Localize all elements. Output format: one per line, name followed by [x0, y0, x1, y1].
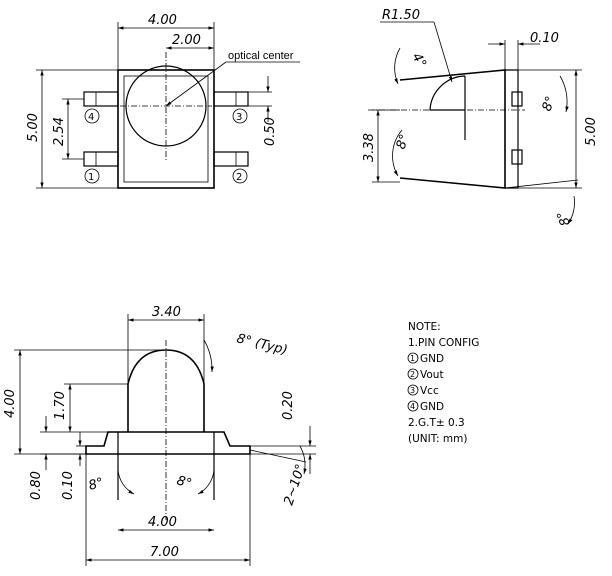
dim-top-width: 4.00 [148, 13, 177, 28]
angle-side-1: 4° [409, 51, 429, 71]
lead-2 [213, 151, 249, 167]
dim-front-total-h: 4.00 [3, 389, 18, 418]
note-pin1-circle [407, 352, 419, 364]
side-lead-top [511, 91, 523, 107]
pin-2-label: 2 [236, 172, 242, 183]
note-unit: (UNIT: mm) [408, 433, 467, 445]
note-pin-config: 1.PIN CONFIG [408, 337, 479, 349]
dim-front-base-h: 0.80 [29, 471, 44, 500]
top-body-outline [117, 69, 215, 189]
angle-side-4: 8° [555, 209, 574, 228]
note-tolerance: 2.G.T± 0.3 [408, 417, 465, 429]
lead-4 [83, 91, 119, 107]
svg-text:4: 4 [410, 402, 415, 411]
note-pin4: GND [420, 401, 444, 413]
front-view: 3.40 8° (Typ) 4.00 1.70 0.80 0.10 0.20 [3, 305, 316, 566]
dim-top-pitch: 2.54 [52, 117, 67, 146]
angle-front-lead: 2~10° [282, 462, 309, 507]
dim-side-radius: R1.50 [382, 8, 420, 23]
note-pin1: GND [420, 353, 444, 365]
angle-side-3: 8° [394, 132, 413, 151]
dim-front-total-w: 7.00 [150, 545, 179, 560]
dim-top-pad: 0.50 [263, 117, 278, 146]
note-pin2-circle [407, 368, 419, 380]
note-pin3-circle [407, 384, 419, 396]
dim-side-height-right: 5.00 [584, 117, 599, 146]
pin-4-label: 4 [88, 112, 94, 123]
optical-center-label: optical center [228, 50, 294, 62]
notes-block: NOTE: 1.PIN CONFIG 1 GND 2 Vout 3 Vcc 4 … [407, 321, 479, 445]
svg-text:3: 3 [410, 386, 415, 395]
side-body [399, 69, 506, 189]
note-pin3: Vcc [420, 385, 439, 397]
dim-top-height: 5.00 [26, 113, 41, 142]
dim-front-lens-h: 1.70 [53, 391, 68, 420]
note-pin4-circle [407, 400, 419, 412]
note-pin2: Vout [420, 369, 444, 381]
pin-1-label: 1 [88, 172, 94, 183]
side-body-edge [505, 69, 519, 189]
dim-side-offset: 0.10 [530, 31, 559, 46]
side-view: R1.50 0.10 3.38 5.00 4° 8° 8° 8° [362, 8, 599, 228]
svg-text:2: 2 [410, 370, 415, 379]
pin-1-circle [84, 168, 100, 184]
dim-side-height-left: 3.38 [362, 133, 377, 162]
dim-top-center: 2.00 [172, 33, 201, 48]
angle-front-right: 8° [175, 473, 193, 491]
dim-front-body-w: 4.00 [148, 515, 177, 530]
angle-side-2: 8° [540, 94, 559, 113]
side-lead-bottom [511, 149, 523, 165]
front-lens [127, 349, 205, 432]
note-title: NOTE: [408, 321, 441, 333]
lead-3 [213, 91, 249, 107]
pin-4-circle [84, 108, 100, 124]
pin-3-label: 3 [236, 112, 242, 123]
side-lens [429, 75, 466, 111]
front-body [85, 431, 251, 455]
dim-front-lead-t: 0.20 [281, 391, 296, 420]
dim-front-top: 3.40 [152, 305, 181, 320]
svg-text:1: 1 [410, 354, 415, 363]
angle-front-left: 8° [87, 475, 105, 493]
pin-3-circle [232, 108, 248, 124]
top-view: 4.00 2.00 optical center 5.00 2.54 0.50 … [26, 13, 300, 189]
angle-front-typ: 8° (Typ) [235, 331, 289, 358]
lead-1 [83, 151, 119, 167]
pin-2-circle [232, 168, 248, 184]
dim-front-lead-h: 0.10 [61, 471, 76, 500]
